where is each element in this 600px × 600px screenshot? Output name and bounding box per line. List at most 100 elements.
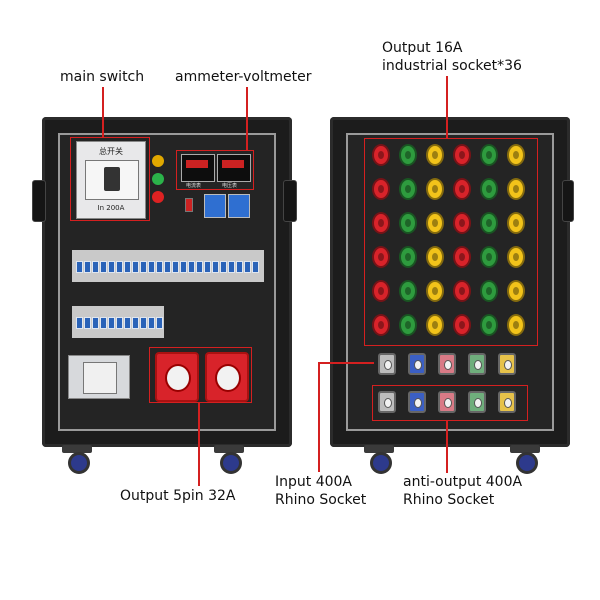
main-switch-module[interactable]: 总开关 In 200A [76, 141, 146, 219]
industrial-socket[interactable] [426, 314, 444, 336]
right-wheel-left [370, 452, 392, 474]
left-right-handle[interactable] [283, 180, 297, 222]
industrial-socket[interactable] [453, 178, 471, 200]
industrial-socket[interactable] [507, 144, 525, 166]
industrial-socket[interactable] [480, 178, 498, 200]
breaker-switch[interactable] [92, 317, 99, 329]
industrial-socket[interactable] [507, 246, 525, 268]
industrial-socket[interactable] [426, 212, 444, 234]
left-wheel-left [68, 452, 90, 474]
breaker-switch[interactable] [228, 261, 235, 273]
industrial-socket[interactable] [453, 280, 471, 302]
breaker-switch[interactable] [244, 261, 251, 273]
industrial-socket[interactable] [372, 314, 390, 336]
breaker-switch[interactable] [124, 317, 131, 329]
rhino-socket[interactable] [378, 391, 396, 413]
right-foot-right [510, 445, 540, 453]
breaker-switch[interactable] [172, 261, 179, 273]
industrial-socket[interactable] [399, 280, 417, 302]
industrial-socket[interactable] [399, 314, 417, 336]
aux-socket-2[interactable] [228, 194, 250, 218]
breaker-switch[interactable] [100, 261, 107, 273]
breaker-switch[interactable] [132, 317, 139, 329]
industrial-socket[interactable] [399, 178, 417, 200]
breaker-switch[interactable] [156, 261, 163, 273]
indicator-lamp-c-icon [152, 191, 164, 203]
breaker-switch[interactable] [212, 261, 219, 273]
industrial-socket[interactable] [399, 144, 417, 166]
rhino-socket[interactable] [468, 353, 486, 375]
breaker-switch[interactable] [252, 261, 259, 273]
industrial-socket[interactable] [426, 246, 444, 268]
industrial-socket[interactable] [372, 144, 390, 166]
breaker-switch[interactable] [220, 261, 227, 273]
anti-output-callout-line [446, 421, 448, 473]
rhino-socket[interactable] [468, 391, 486, 413]
industrial-socket[interactable] [507, 280, 525, 302]
breaker-switch[interactable] [164, 261, 171, 273]
industrial-socket[interactable] [480, 280, 498, 302]
rhino-socket[interactable] [438, 353, 456, 375]
rhino-socket[interactable] [498, 353, 516, 375]
industrial-socket[interactable] [453, 212, 471, 234]
industrial-socket[interactable] [453, 314, 471, 336]
output-32a-socket-2[interactable] [205, 352, 249, 402]
right-side-handle[interactable] [562, 180, 574, 222]
breaker-switch[interactable] [108, 261, 115, 273]
industrial-socket[interactable] [507, 212, 525, 234]
ammeter-voltmeter-callout-line [246, 87, 248, 150]
breaker-switch[interactable] [116, 261, 123, 273]
industrial-socket[interactable] [453, 246, 471, 268]
industrial-socket[interactable] [480, 144, 498, 166]
breaker-switch[interactable] [108, 317, 115, 329]
main-switch-breaker[interactable] [85, 160, 139, 200]
left-wheel-right [220, 452, 242, 474]
breaker-switch[interactable] [124, 261, 131, 273]
breaker-switch[interactable] [148, 261, 155, 273]
rhino-socket[interactable] [498, 391, 516, 413]
industrial-socket[interactable] [426, 178, 444, 200]
industrial-socket[interactable] [372, 246, 390, 268]
breaker-switch[interactable] [84, 317, 91, 329]
industrial-socket[interactable] [453, 144, 471, 166]
breaker-switch[interactable] [204, 261, 211, 273]
breaker-switch[interactable] [76, 261, 83, 273]
breaker-switch[interactable] [180, 261, 187, 273]
ammeter-voltmeter-label: ammeter-voltmeter [175, 69, 312, 85]
breaker-switch[interactable] [92, 261, 99, 273]
industrial-socket[interactable] [480, 212, 498, 234]
industrial-socket[interactable] [426, 280, 444, 302]
industrial-socket[interactable] [399, 246, 417, 268]
industrial-socket[interactable] [480, 314, 498, 336]
breaker-switch[interactable] [156, 317, 163, 329]
breaker-switch[interactable] [140, 317, 147, 329]
industrial-socket[interactable] [372, 178, 390, 200]
breaker-switch[interactable] [116, 317, 123, 329]
aux-socket-1[interactable] [204, 194, 226, 218]
rhino-socket[interactable] [408, 353, 426, 375]
breaker-switch[interactable] [100, 317, 107, 329]
rhino-socket[interactable] [438, 391, 456, 413]
industrial-socket[interactable] [399, 212, 417, 234]
output-32a-socket-1[interactable] [155, 352, 199, 402]
breaker-switch[interactable] [236, 261, 243, 273]
left-side-handle[interactable] [32, 180, 46, 222]
industrial-socket[interactable] [372, 280, 390, 302]
industrial-socket[interactable] [507, 314, 525, 336]
rhino-socket[interactable] [408, 391, 426, 413]
industrial-socket[interactable] [480, 246, 498, 268]
ammeter-tag: 电流表 [186, 183, 202, 189]
anti-output-400a-label: anti-output 400A [403, 474, 523, 490]
breaker-switch[interactable] [196, 261, 203, 273]
industrial-socket[interactable] [507, 178, 525, 200]
breaker-switch[interactable] [148, 317, 155, 329]
breaker-switch[interactable] [132, 261, 139, 273]
toggle-switch-icon[interactable] [185, 198, 193, 212]
industrial-socket[interactable] [372, 212, 390, 234]
breaker-switch[interactable] [140, 261, 147, 273]
breaker-switch[interactable] [76, 317, 83, 329]
breaker-switch[interactable] [188, 261, 195, 273]
industrial-socket[interactable] [426, 144, 444, 166]
rhino-socket[interactable] [378, 353, 396, 375]
breaker-switch[interactable] [84, 261, 91, 273]
